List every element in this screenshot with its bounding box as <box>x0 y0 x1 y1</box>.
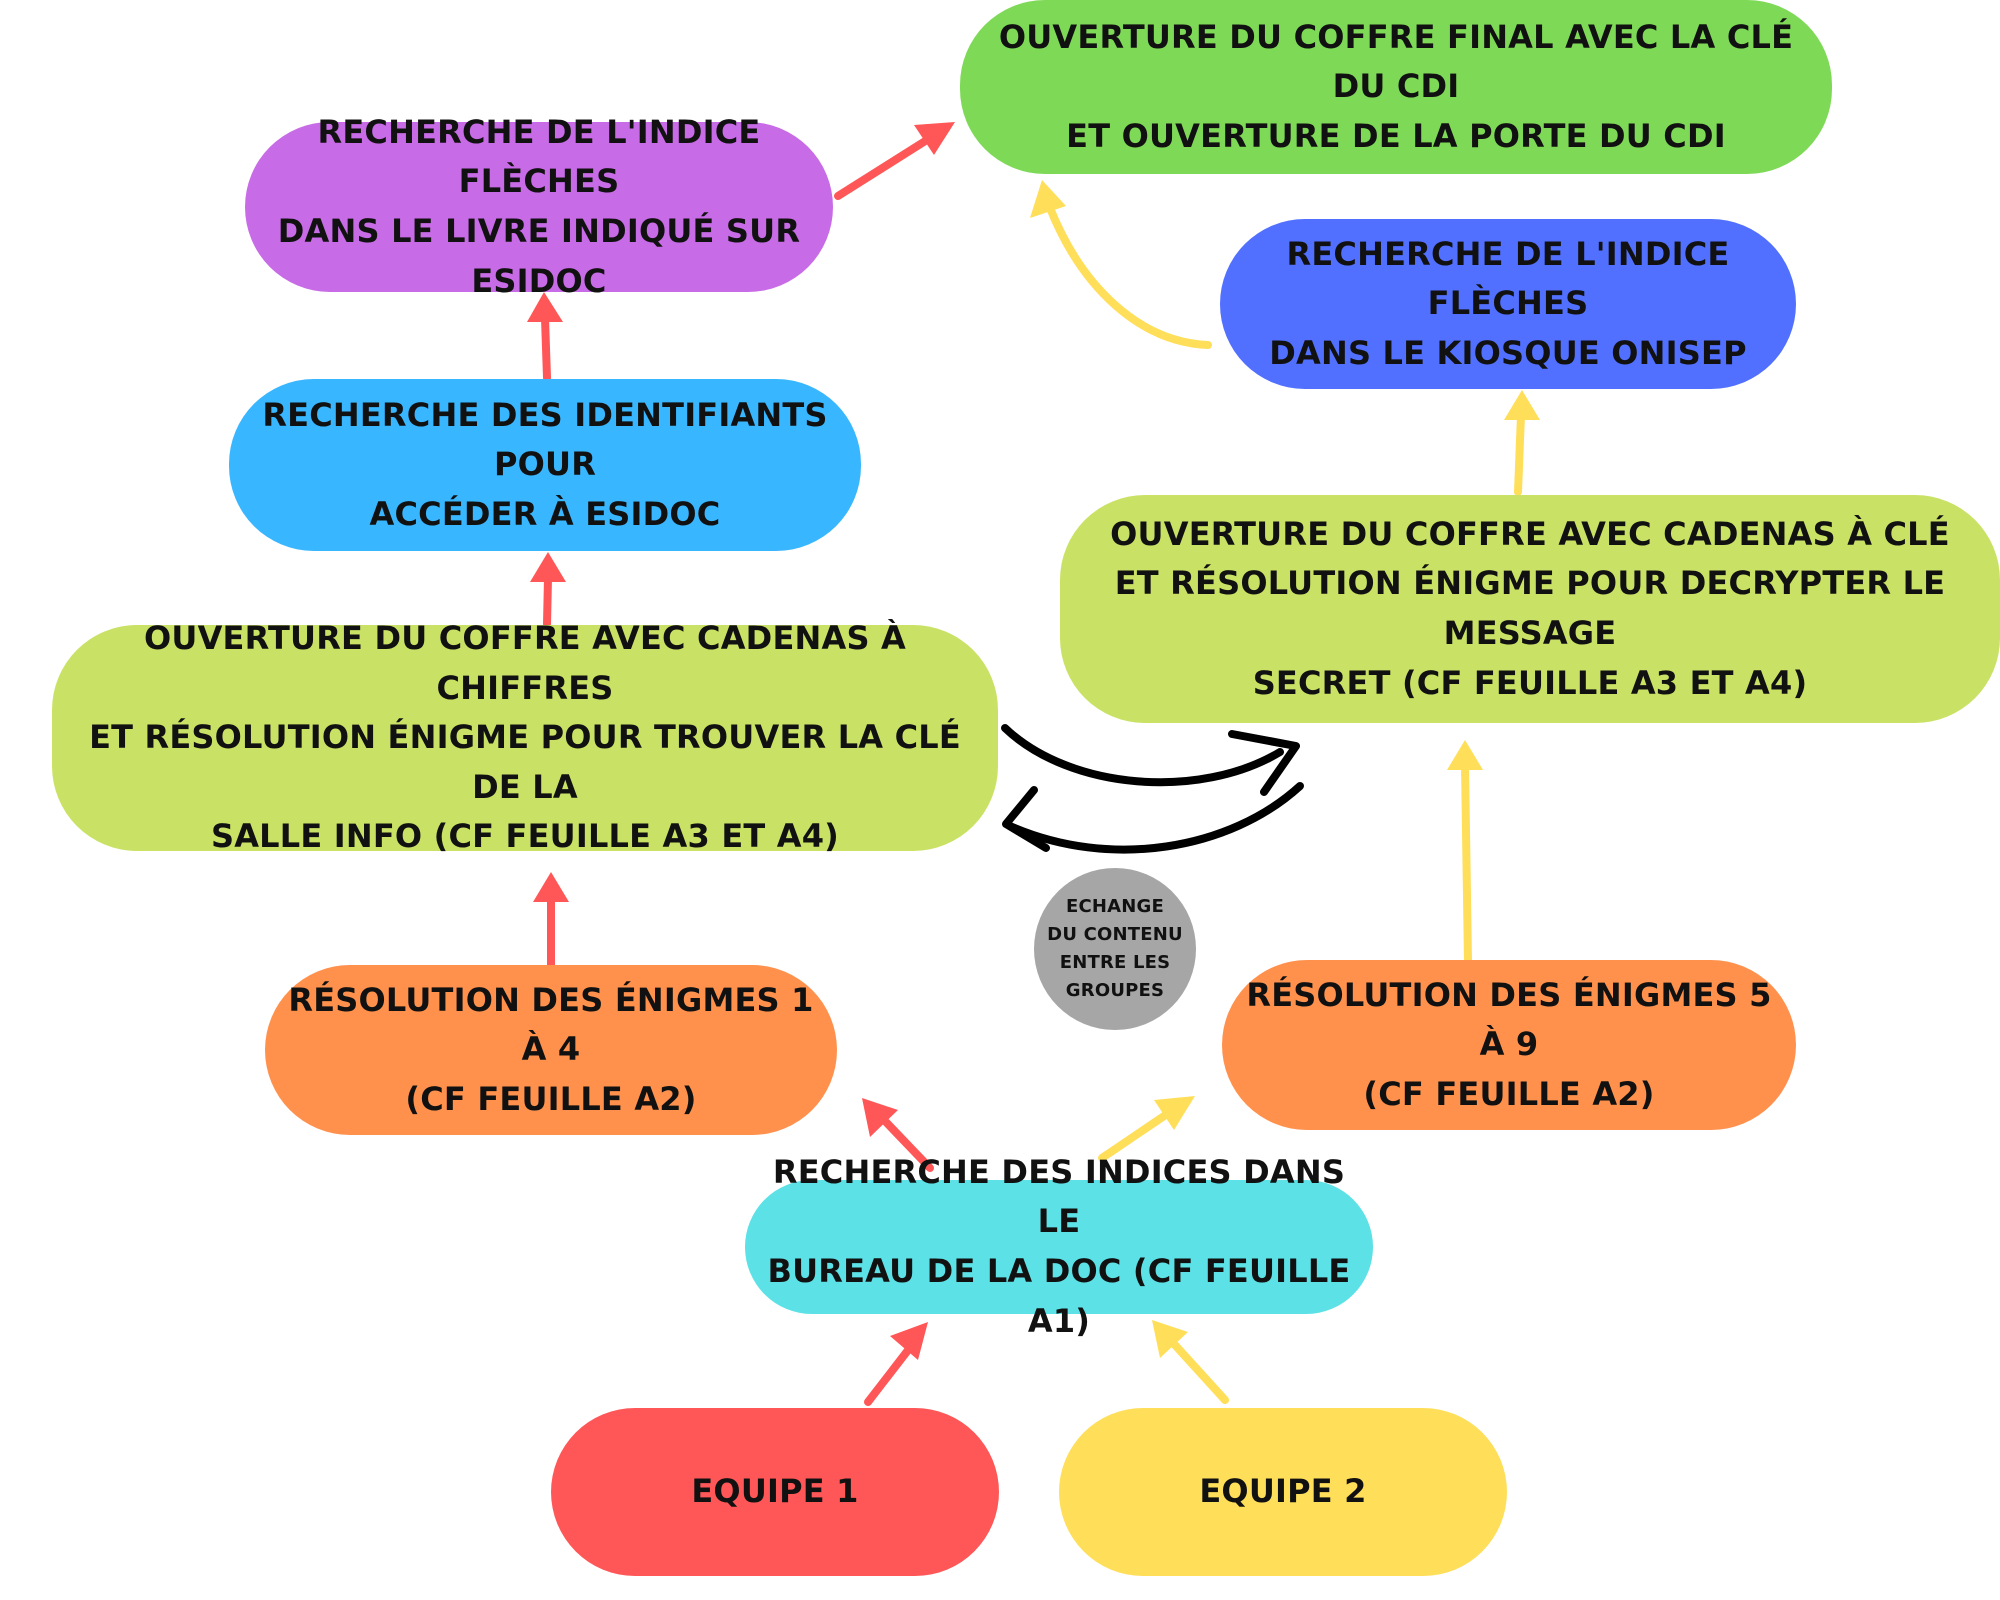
arrow-enigmes-1-4-to-coffre-chiffres <box>533 872 569 970</box>
node-equipe-2: EQUIPE 2 <box>1059 1408 1507 1576</box>
node-indice-onisep: RECHERCHE DE L'INDICE FLÈCHES DANS LE KI… <box>1220 219 1796 389</box>
arrow-indice-onisep-to-final <box>1030 180 1212 349</box>
node-equipe-1: EQUIPE 1 <box>551 1408 999 1576</box>
node-coffre-cle: OUVERTURE DU COFFRE AVEC CADENAS À CLÉ E… <box>1060 495 2000 723</box>
node-echange: ECHANGE DU CONTENU ENTRE LES GROUPES <box>1034 868 1196 1030</box>
node-enigmes-1-4: RÉSOLUTION DES ÉNIGMES 1 À 4 (CF FEUILLE… <box>265 965 837 1135</box>
arrow-indice-esidoc-to-final <box>834 122 955 200</box>
arrow-indices-to-enigmes-1-4 <box>862 1098 934 1172</box>
arrow-equipe2-to-indices <box>1152 1320 1229 1404</box>
node-indice-esidoc: RECHERCHE DE L'INDICE FLÈCHES DANS LE LI… <box>245 113 833 300</box>
arrow-identifiants-to-indice-esidoc <box>527 292 563 382</box>
node-final: OUVERTURE DU COFFRE FINAL AVEC LA CLÉ DU… <box>960 0 1832 174</box>
arrow-enigmes-5-9-to-coffre-cle <box>1447 740 1483 966</box>
arrow-exchange-to-right <box>1001 724 1300 796</box>
arrow-exchange-to-left <box>1002 782 1304 854</box>
arrow-coffre-chiffres-to-identifiants <box>530 552 566 628</box>
arrow-indices-to-enigmes-5-9 <box>1098 1096 1195 1162</box>
arrow-coffre-cle-to-indice-onisep <box>1504 390 1540 496</box>
node-enigmes-5-9: RÉSOLUTION DES ÉNIGMES 5 À 9 (CF FEUILLE… <box>1222 960 1796 1130</box>
node-identifiants: RECHERCHE DES IDENTIFIANTS POUR ACCÉDER … <box>229 379 861 551</box>
node-coffre-chiffres: OUVERTURE DU COFFRE AVEC CADENAS À CHIFF… <box>52 619 998 855</box>
arrow-equipe1-to-indices <box>864 1322 928 1406</box>
node-indices-bureau: RECHERCHE DES INDICES DANS LE BUREAU DE … <box>745 1153 1373 1340</box>
